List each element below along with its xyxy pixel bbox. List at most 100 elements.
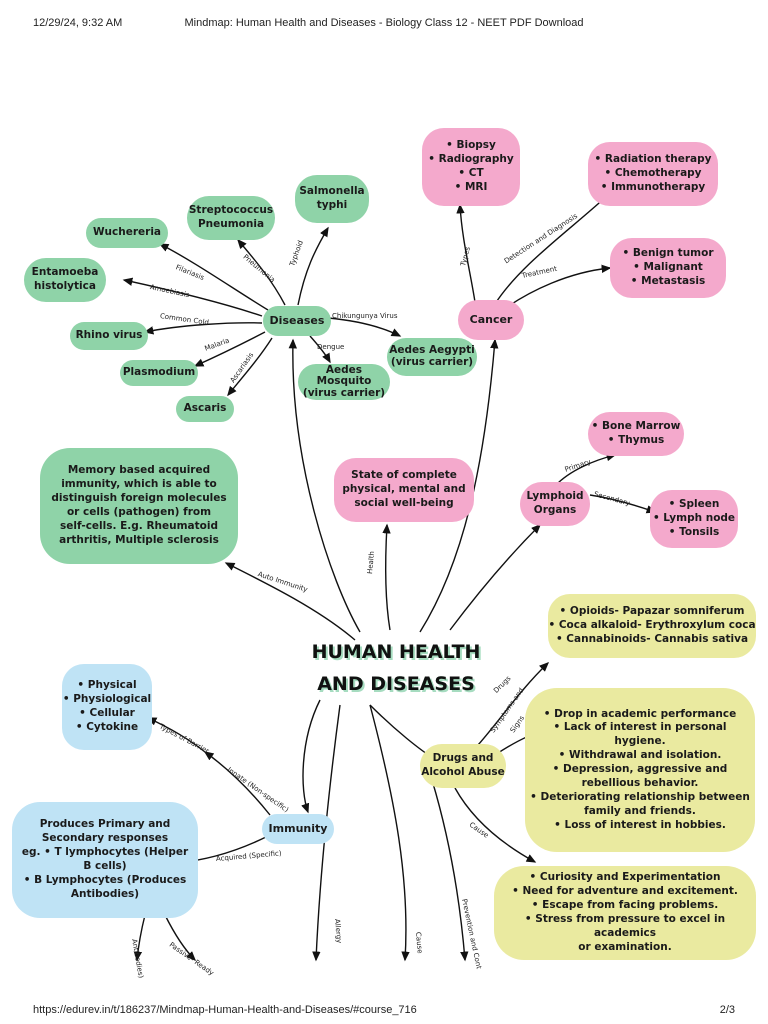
- symptom-line4: • Withdrawal and isolation.: [558, 749, 722, 762]
- symptom-line6: rebellious behavior.: [581, 776, 699, 789]
- edge-innate: [203, 751, 271, 816]
- detection-item-4: • MRI: [454, 180, 488, 193]
- autoimmunity-node: Memory based acquired immunity, which is…: [40, 448, 238, 564]
- plasmodium-node: Plasmodium: [120, 360, 198, 386]
- aedes-mosquito-line2: (virus carrier): [302, 386, 386, 399]
- acquired-line6: Antibodies): [70, 887, 140, 900]
- symptom-line8: family and friends.: [584, 804, 696, 817]
- edge-drugs: [477, 662, 550, 746]
- autoimmunity-line5: self-cells. E.g. Rheumatoid: [59, 519, 218, 532]
- acquired-immunity-node: Produces Primary and Secondary responses…: [12, 802, 198, 918]
- detection-item-3: • CT: [458, 167, 484, 179]
- drug-list-node: • Opioids- Papazar somniferum • Coca alk…: [548, 594, 756, 658]
- cause-line2: • Need for adventure and excitement.: [512, 885, 738, 898]
- edge-filariasis: [158, 243, 269, 311]
- edge-label-chikungunya: Chikungunya Virus: [332, 312, 398, 320]
- health-line1: State of complete: [351, 469, 457, 482]
- treatment-item-2: • Chemotherapy: [604, 167, 702, 180]
- detection-item-1: • Biopsy: [446, 139, 496, 152]
- treatment-item-1: • Radiation therapy: [594, 153, 712, 166]
- edge-types: [456, 203, 476, 303]
- edge-pneumonia: [237, 238, 286, 306]
- autoimmunity-line4: or cells (pathogen) from: [66, 506, 212, 518]
- edge-to-diseases: [288, 338, 361, 633]
- acquired-line5: • B Lymphocytes (Produces: [23, 873, 187, 886]
- acquired-line4: B cells): [83, 860, 127, 872]
- barrier-2: • Physiological: [62, 693, 152, 706]
- drugs-label-line2: Alcohol Abuse: [421, 766, 505, 778]
- autoimmunity-line3: distinguish foreign molecules: [51, 492, 227, 505]
- salmonella-line2: typhi: [316, 199, 348, 211]
- mindmap-title-line2: AND DISEASES: [317, 673, 475, 695]
- edge-auto-immunity: [224, 562, 356, 641]
- lymphoid-organs-node: Lymphoid Organs: [520, 482, 590, 526]
- print-url: https://edurev.in/t/186237/Mindmap-Human…: [33, 1004, 417, 1016]
- barrier-4: • Cytokine: [75, 720, 139, 733]
- streptococcus-line2: Pneumonia: [197, 218, 265, 230]
- treatment-list-node: • Radiation therapy • Chemotherapy • Imm…: [588, 142, 718, 206]
- lymphoid-line1: Lymphoid: [526, 490, 584, 503]
- edge-types-barrier: [146, 717, 206, 753]
- edge-malaria: [193, 331, 266, 367]
- edge-secondary: [589, 494, 657, 514]
- symptoms-node: • Drop in academic performance • Lack of…: [525, 688, 755, 852]
- drug-item-1: • Opioids- Papazar somniferum: [559, 605, 745, 618]
- print-page-title: Mindmap: Human Health and Diseases - Bio…: [184, 17, 584, 29]
- acquired-line1: Produces Primary and: [39, 818, 171, 831]
- symptom-line7: • Deteriorating relationship between: [530, 790, 750, 803]
- tumor-types-node: • Benign tumor • Malignant • Metastasis: [610, 238, 726, 298]
- edge-innate-center: [301, 699, 321, 814]
- streptococcus-line1: Streptococcus: [188, 204, 274, 217]
- edge-typhoid: [297, 226, 329, 306]
- immunity-node: Immunity: [262, 814, 334, 844]
- barrier-1: • Physical: [77, 679, 137, 692]
- aedes-mosquito-line1: Aedes Mosquito: [316, 363, 372, 388]
- secondary-organ-2: • Lymph node: [652, 512, 736, 525]
- treatment-item-3: • Immunotherapy: [600, 180, 706, 193]
- edge-common-cold: [143, 322, 263, 335]
- secondary-organ-1: • Spleen: [668, 498, 720, 511]
- acquired-line2: Secondary responses: [41, 832, 169, 845]
- aedes-aegypti-line1: Aedes Aegypti: [389, 344, 475, 357]
- edge-chikungunya: [327, 317, 402, 337]
- edge-prevention: [431, 779, 469, 962]
- cause-line1: • Curiosity and Experimentation: [529, 871, 721, 884]
- secondary-organs-node: • Spleen • Lymph node • Tonsils: [650, 490, 738, 548]
- autoimmunity-line2: immunity, which is able to: [61, 478, 217, 491]
- ascaris-node: Ascaris: [176, 396, 234, 422]
- wuchereria-label: Wuchereria: [92, 226, 162, 239]
- rhino-virus-node: Rhino virus: [70, 322, 148, 350]
- streptococcus-node: Streptococcus Pneumonia: [187, 196, 275, 240]
- symptom-line2: • Lack of interest in personal: [553, 721, 727, 734]
- aedes-aegypti-node: Aedes Aegypti (virus carrier): [387, 338, 477, 376]
- cause-line3: • Escape from facing problems.: [531, 899, 719, 912]
- tumor-type-2: • Malignant: [633, 261, 703, 274]
- edge-detection: [494, 194, 610, 305]
- aedes-mosquito-node: Aedes Mosquito (virus carrier): [298, 364, 390, 400]
- cause-line5: or examination.: [578, 940, 672, 953]
- symptom-line1: • Drop in academic performance: [543, 707, 737, 720]
- causes-node: • Curiosity and Experimentation • Need f…: [494, 866, 756, 960]
- lymphoid-line2: Organs: [533, 504, 577, 516]
- salmonella-node: Salmonella typhi: [295, 175, 369, 223]
- detection-item-2: • Radiography: [428, 153, 514, 166]
- print-timestamp: 12/29/24, 9:32 AM: [33, 17, 123, 29]
- edge-primary: [554, 452, 617, 487]
- barrier-types-node: • Physical • Physiological • Cellular • …: [62, 664, 152, 750]
- edge-bottom-cause: [369, 704, 410, 962]
- mindmap-title-line1: HUMAN HEALTH: [311, 641, 481, 663]
- cancer-node: Cancer: [458, 300, 524, 340]
- edge-label-dengue: Dengue: [317, 343, 345, 351]
- autoimmunity-line6: arthritis, Multiple sclerosis: [59, 533, 219, 546]
- symptom-line5: • Depression, aggressive and: [552, 763, 728, 776]
- edge-passive: [164, 914, 196, 961]
- acquired-line3: eg. • T lymphocytes (Helper: [21, 846, 189, 859]
- tumor-type-3: • Metastasis: [630, 274, 706, 287]
- wuchereria-node: Wuchereria: [86, 218, 168, 248]
- drug-item-3: • Cannabinoids- Cannabis sativa: [555, 632, 749, 645]
- entamoeba-line1: Entamoeba: [31, 266, 99, 279]
- entamoeba-node: Entamoeba histolytica: [24, 258, 106, 302]
- edge-ascariasis: [227, 337, 273, 397]
- drug-item-2: • Coca alkaloid- Erythroxylum coca: [548, 619, 756, 632]
- barrier-3: • Cellular: [79, 707, 135, 719]
